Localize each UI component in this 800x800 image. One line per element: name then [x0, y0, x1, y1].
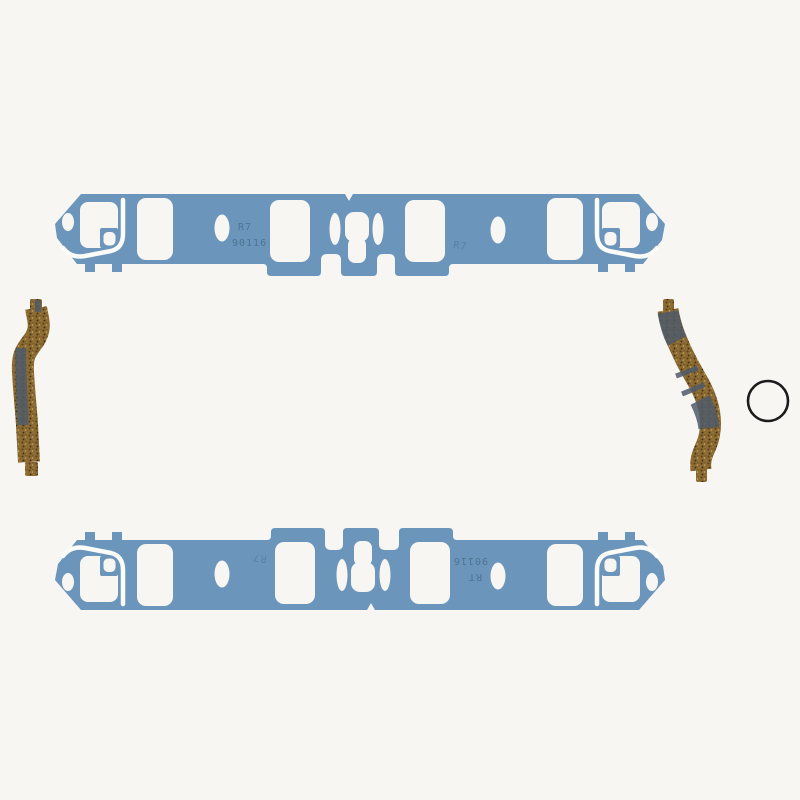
gasket-bottom-side-stamp: R7 [252, 551, 267, 564]
cork-end-seal-right [657, 299, 722, 482]
intake-gasket-bottom: RT 90116 R7 [55, 528, 665, 610]
cork-left-tab-band [35, 300, 41, 312]
cork-right-top-band [657, 310, 687, 346]
cork-right-big-band [690, 395, 720, 430]
cork-right-thin-band-1 [675, 365, 699, 379]
gasket-top-side-stamp: R7 [453, 240, 468, 253]
cork-end-seal-left [11, 299, 50, 476]
gasket-top-stamp-part-number: 90116 [232, 238, 267, 249]
cork-right-top-tab [663, 299, 674, 312]
cork-left-bottom-tab [25, 462, 38, 476]
cork-right-bottom-tab [696, 468, 707, 482]
cork-left-dark-band [15, 347, 29, 426]
intake-gasket-top: R7 90116 R7 [55, 194, 665, 276]
cork-right-thin-band-2 [681, 382, 705, 397]
o-ring-seal [746, 379, 790, 423]
gasket-bottom-stamp-code: RT [468, 571, 482, 582]
gasket-bottom-stamp-part-number: 90116 [453, 555, 488, 566]
gasket-top-stamp-code: R7 [238, 222, 252, 233]
